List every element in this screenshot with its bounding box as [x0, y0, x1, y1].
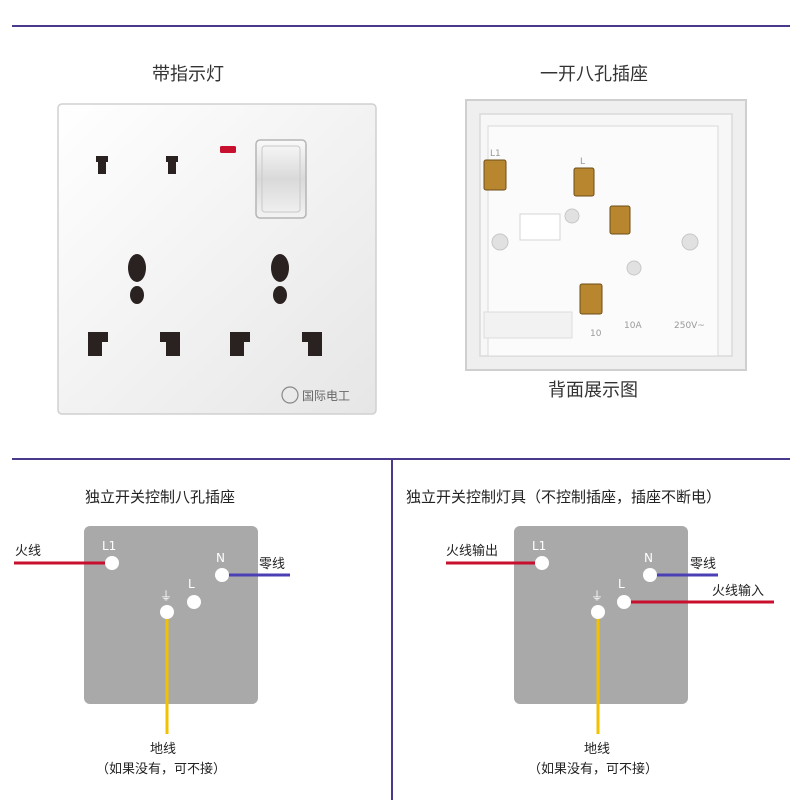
back-label-rating-voltage: 250V~ [674, 321, 705, 331]
left-pin-label-n: N [216, 551, 225, 565]
left-terminal-n [215, 568, 229, 582]
left-earth-icon: ⏚ [160, 589, 172, 603]
left-diagram-title: 独立开关控制八孔插座 [85, 488, 236, 506]
brand-logo-icon [281, 386, 299, 404]
right-terminal-earth [591, 605, 605, 619]
back-lower-hole [626, 260, 642, 276]
indicator-light [220, 146, 236, 153]
universal-socket-right [230, 254, 322, 356]
right-pin-label-l1: L1 [532, 539, 546, 553]
back-title: 一开八孔插座 [540, 64, 648, 85]
left-wiring-diagram: L1 N L ⏚ [14, 526, 290, 734]
right-terminal-n [643, 568, 657, 582]
back-recess [519, 213, 561, 241]
back-socket-panel: L1 L 10 10A 250V~ [465, 99, 747, 371]
right-diagram-title: 独立开关控制灯具（不控制插座，插座不断电） [406, 488, 722, 506]
left-ground-note: （如果没有，可不接） [96, 762, 227, 777]
back-label-plate [483, 311, 573, 339]
left-pin-label-l: L [188, 577, 195, 591]
back-screw-hole-right [681, 233, 699, 251]
terminal-l1 [483, 159, 507, 191]
left-terminal-l1 [105, 556, 119, 570]
left-terminal-l [187, 595, 201, 609]
right-ground-note: （如果没有，可不接） [528, 762, 659, 777]
left-terminal-earth [160, 605, 174, 619]
back-label-ten: 10 [590, 329, 602, 339]
back-center-hole [564, 208, 580, 224]
two-pin-socket-right [166, 156, 178, 174]
left-live-label: 火线 [15, 544, 42, 559]
front-title: 带指示灯 [152, 64, 224, 85]
right-wiring-diagram: L1 N L ⏚ [446, 526, 774, 734]
right-ground-label: 地线 [584, 742, 611, 757]
rocker-switch[interactable] [255, 139, 307, 219]
terminal-l [573, 167, 595, 197]
universal-socket-left [88, 254, 180, 356]
brand-name: 国际电工 [302, 389, 350, 403]
left-pin-label-l1: L1 [102, 539, 116, 553]
right-terminal-l1 [535, 556, 549, 570]
back-label-l1: L1 [490, 149, 501, 159]
left-neutral-label: 零线 [259, 557, 286, 572]
back-label-rating-current: 10A [624, 321, 642, 331]
right-pin-label-l: L [618, 577, 625, 591]
back-label-l: L [580, 157, 585, 167]
right-pin-label-n: N [644, 551, 653, 565]
right-live-out-label: 火线输出 [446, 544, 499, 559]
front-socket-panel: 国际电工 [57, 103, 377, 415]
terminal-earth [579, 283, 603, 315]
back-screw-hole-left [491, 233, 509, 251]
left-ground-label: 地线 [150, 742, 177, 757]
right-live-in-label: 火线输入 [712, 584, 765, 599]
right-terminal-l [617, 595, 631, 609]
right-neutral-label: 零线 [690, 557, 717, 572]
terminal-n [609, 205, 631, 235]
front-plate [57, 103, 377, 415]
right-earth-icon: ⏚ [591, 589, 603, 603]
back-housing [487, 125, 719, 357]
rocker-switch-face [261, 145, 301, 213]
two-pin-socket-left [96, 156, 108, 174]
back-caption: 背面展示图 [548, 380, 638, 401]
